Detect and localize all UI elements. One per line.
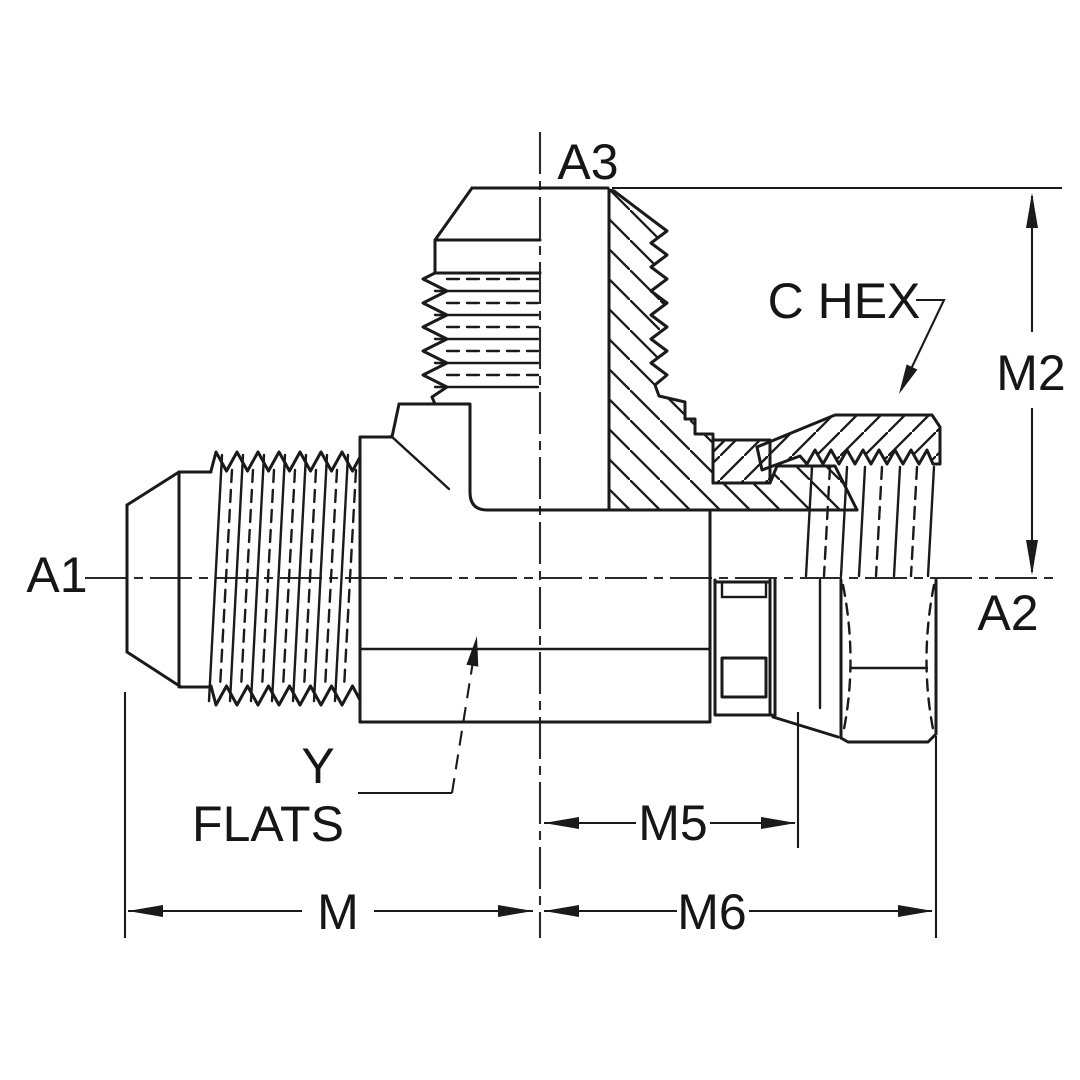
sleeve-chamfer <box>711 438 727 454</box>
flare-base <box>177 470 213 689</box>
hex-corner-arc-left <box>841 583 852 736</box>
thread-helix-lines <box>207 453 358 703</box>
flare-cone-top <box>433 186 542 275</box>
label-a2: A2 <box>977 585 1038 641</box>
sleeve-groove <box>720 580 768 599</box>
dimension-m2: M2 <box>612 186 1066 575</box>
swivel-nut-assembly <box>713 578 938 744</box>
arrowhead-right <box>898 905 933 917</box>
label-y: Y <box>301 738 334 794</box>
dim-label-m2: M2 <box>996 345 1065 401</box>
arrowhead-left <box>544 905 579 917</box>
flare-cone <box>125 470 183 689</box>
arrowhead-left <box>128 905 163 917</box>
callout-c-hex: C HEX <box>768 273 946 394</box>
arrowhead-left <box>544 817 579 829</box>
label-c-hex: C HEX <box>768 273 921 329</box>
arrowhead-right <box>498 905 533 917</box>
dimension-m6: M6 <box>544 736 938 940</box>
nut-collar-bottom <box>771 715 840 739</box>
sleeve-outline <box>713 578 774 717</box>
swivel-nut-section <box>755 413 942 472</box>
thread-lines-top-port <box>433 277 540 389</box>
label-a3: A3 <box>557 134 618 190</box>
dimension-m5: M5 <box>544 712 800 851</box>
arrowhead-y-flats <box>466 636 479 667</box>
left-male-jic-port <box>125 450 362 707</box>
swivel-sleeve-section <box>711 438 772 485</box>
arrowhead-c-hex <box>899 364 918 394</box>
hex-corner-arc-right <box>925 583 936 736</box>
body-outline-bottom-right <box>358 508 712 724</box>
thread-crest-bottom <box>209 684 362 707</box>
arrowhead-up <box>1026 193 1038 228</box>
label-a1: A1 <box>26 547 87 603</box>
hex-outline <box>839 578 938 744</box>
arrowhead-down <box>1026 540 1038 575</box>
callout-y-flats: Y FLATS <box>192 636 479 852</box>
section-hatching <box>607 188 942 578</box>
arrowhead-right <box>761 817 796 829</box>
chamfer-break-line <box>389 434 451 491</box>
dimension-m: M <box>123 692 533 940</box>
nut-internal-threads <box>804 465 936 578</box>
sleeve-window <box>720 656 768 699</box>
leader-c-hex <box>900 298 946 391</box>
label-flats: FLATS <box>192 796 344 852</box>
top-male-jic-port <box>421 186 610 406</box>
dim-label-m: M <box>317 884 359 940</box>
axis-labels: A1 A2 A3 <box>26 134 1038 641</box>
dim-label-m5: M5 <box>638 795 707 851</box>
dim-label-m6: M6 <box>677 884 746 940</box>
